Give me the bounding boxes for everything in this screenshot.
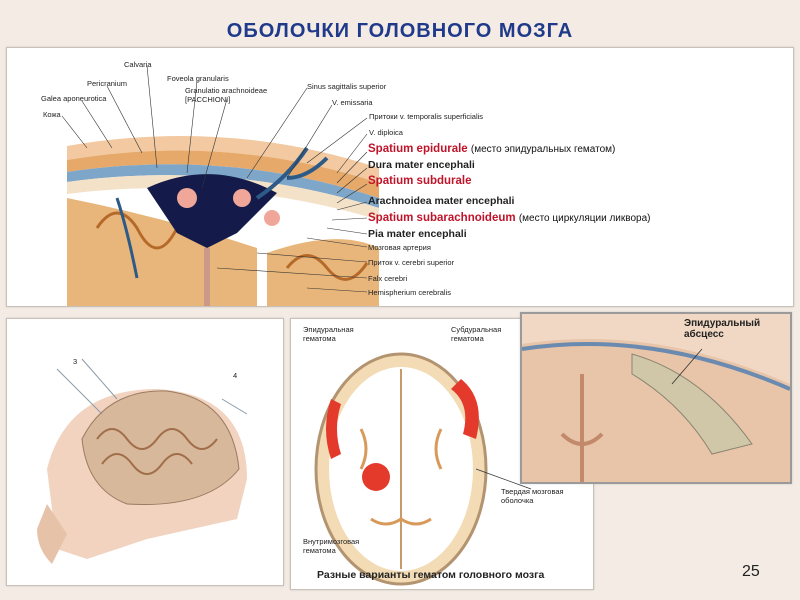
label-sinus-sagittalis: Sinus sagittalis superior xyxy=(307,82,387,91)
abscess-illustration xyxy=(522,314,790,482)
label-arachnoidea-mater: Arachnoidea mater encephali xyxy=(368,195,515,207)
label-temporalis-superficialis: Притоки v. temporalis superficialis xyxy=(369,112,484,121)
label-epidural-hematoma: Эпидуральная гематома xyxy=(303,325,354,343)
epidurale-note: (место эпидуральных гематом) xyxy=(470,144,616,155)
meninges-illustration xyxy=(61,65,379,306)
subarachnoideum-note: (место циркуляции ликвора) xyxy=(518,213,651,224)
label-brain-artery: Мозговая артерия xyxy=(368,243,431,252)
page-title: ОБОЛОЧКИ ГОЛОВНОГО МОЗГА xyxy=(226,20,574,42)
head-dissection-panel: 3 4 xyxy=(6,318,284,586)
head-dissection-illustration xyxy=(37,358,248,564)
marker-3: 3 xyxy=(73,357,78,366)
label-subdural-hematoma: Субдуральная гематома xyxy=(451,325,502,343)
label-spatium-subarachnoideum: Spatium subarachnoideum (место циркуляци… xyxy=(368,212,650,224)
meninges-diagram-panel: Calvaria Pericranium Foveola granularis … xyxy=(6,47,794,307)
label-calvaria: Calvaria xyxy=(124,60,152,69)
abscess-panel: Эпидуральный абсцесс xyxy=(520,312,792,484)
label-falx-cerebri: Falx cerebri xyxy=(368,274,408,283)
label-dura-mater-ru: Твердая мозговая оболочка xyxy=(501,487,564,505)
label-cerebri-superior: Приток v. cerebri superior xyxy=(368,258,455,267)
marker-4: 4 xyxy=(233,371,238,380)
hematoma-caption: Разные варианты гематом головного мозга xyxy=(317,569,545,581)
label-foveola-granularis: Foveola granularis xyxy=(167,74,229,83)
page-number: 25 xyxy=(742,563,760,580)
label-galea-aponeurotica: Galea aponeurotica xyxy=(41,94,107,103)
label-pericranium: Pericranium xyxy=(87,79,128,88)
label-pia-mater: Pia mater encephali xyxy=(368,228,467,240)
label-spatium-subdurale: Spatium subdurale xyxy=(368,175,472,187)
label-intracerebral-hematoma: Внутримозговая гематома xyxy=(303,537,360,555)
label-spatium-epidurale: Spatium epidurale (место эпидуральных ге… xyxy=(368,143,615,155)
label-epidural-abscess: Эпидуральный абсцесс xyxy=(684,318,761,340)
label-hemispherium: Hemispherium cerebralis xyxy=(368,288,451,297)
hematoma-illustration xyxy=(314,352,532,586)
label-granulatio-arachnoideae: Granulatio arachnoideae xyxy=(185,86,268,95)
label-skin: Кожа xyxy=(43,110,61,119)
label-v-emissaria: V. emissaria xyxy=(332,98,373,107)
label-dura-mater: Dura mater encephali xyxy=(368,159,475,171)
label-pacchioni: [PACCHIONI] xyxy=(185,95,231,104)
spatium-epidurale-text: Spatium epidurale xyxy=(368,143,468,155)
spatium-subarachnoideum-text: Spatium subarachnoideum xyxy=(368,212,516,224)
label-v-diploica: V. diploica xyxy=(369,128,403,137)
